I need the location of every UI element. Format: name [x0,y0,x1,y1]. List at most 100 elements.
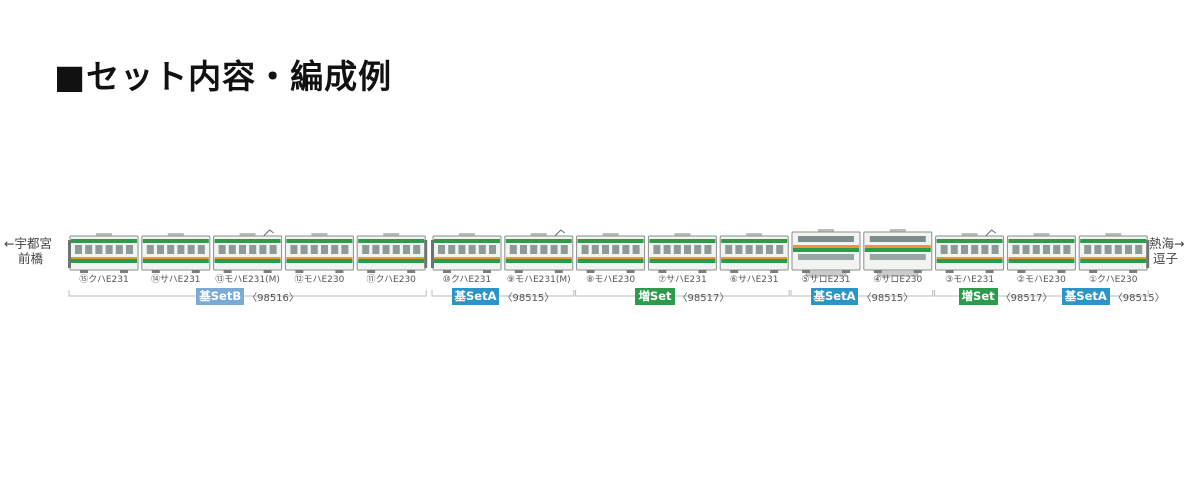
stripe-orange [721,257,788,259]
window [438,245,445,254]
window [310,245,318,254]
cab-end [68,240,71,268]
window [75,245,82,254]
car-label: ⑫モハE230 [294,274,344,285]
bogie [985,270,994,273]
bogie [335,270,344,273]
stripe-orange [864,245,931,248]
bogie [80,270,88,273]
set-bracket [431,290,575,297]
window [146,245,154,254]
roof-unit [311,233,328,236]
bogie [295,270,304,273]
window [413,245,421,254]
bogie [1057,270,1066,273]
stripe-green-lower [936,259,1003,263]
window [177,245,185,254]
roof-unit [1033,233,1050,236]
window [725,245,733,254]
set-tag: 基SetA〈98515〉 [1061,288,1165,305]
destination-left-line2: 前橋 [18,251,44,266]
window [85,245,93,254]
window [776,245,784,254]
car-8 [576,233,646,273]
page-title: ■セット内容・編成例 [54,57,393,96]
upper-windows [869,236,926,242]
window [126,245,133,254]
stripe-orange [142,257,209,259]
set-code: 〈98516〉 [247,293,299,304]
car-label: ⑤サロE231 [802,274,851,285]
stripe-green-lower [649,259,716,263]
bogie [770,270,779,273]
stripe-green [864,248,931,252]
destination-left-line1: ←宇都宮 [4,236,52,251]
set-code: 〈98515〉 [502,293,555,304]
window [249,245,257,254]
car-label: ⑦サハE231 [658,274,707,285]
stripe-orange [214,257,281,259]
window [468,245,476,254]
window [940,245,948,254]
window [269,245,277,254]
bogie [443,270,451,273]
bogie [1017,270,1026,273]
bogie [802,270,810,273]
bogie [1089,270,1098,273]
bogie [554,270,563,273]
window [167,245,175,254]
window [95,245,103,254]
bogie [1129,270,1138,273]
window [612,245,620,254]
bogie [367,270,376,273]
bogie [658,270,667,273]
car-label: ⑩クハE231 [443,274,491,285]
car-label: ②モハE230 [1017,275,1066,285]
window [766,245,773,254]
stripe-green-upper [214,239,281,243]
window [1084,245,1092,254]
window [382,245,390,254]
stripe-green-upper [1008,239,1075,243]
set-badge: 基SetA [451,288,500,305]
roof-unit [1105,233,1122,236]
roof-unit [889,229,906,232]
set-code: 〈98517〉 [1000,293,1053,304]
bogie [698,270,707,273]
set-code: 〈98517〉 [677,293,730,304]
window [560,245,568,254]
window [321,245,328,254]
window [550,245,558,254]
car-3 [213,229,283,273]
window [961,245,968,254]
bogie [730,270,739,273]
stripe-green-upper [142,239,209,243]
window [971,245,979,254]
set-tag: 基SetB〈98516〉 [196,288,299,305]
set-badge: 基SetA [1061,288,1110,305]
window [372,245,380,254]
lower-windows [869,254,926,260]
set-badge: 増Set [958,288,998,305]
stripe-green-upper [577,239,644,243]
car-label: ⑨モハE231(M) [507,275,571,285]
window [1032,245,1040,254]
car-label: ④サロE230 [873,274,922,285]
window [663,245,671,254]
car-label: ⑬モハE231(M) [215,274,280,285]
window [1114,245,1122,254]
car-label: ⑧モハE230 [586,275,635,285]
stripe-orange [1080,257,1147,259]
window [684,245,691,254]
car-13 [935,229,1005,273]
window [1053,245,1061,254]
window [1094,245,1102,254]
car-6 [431,233,502,273]
roof-unit [239,233,256,236]
stripe-green-upper [721,239,788,243]
window [591,245,599,254]
stripe-green-upper [358,239,425,243]
roof-unit [530,233,547,236]
set-bracket [790,290,934,297]
window [1135,245,1143,254]
